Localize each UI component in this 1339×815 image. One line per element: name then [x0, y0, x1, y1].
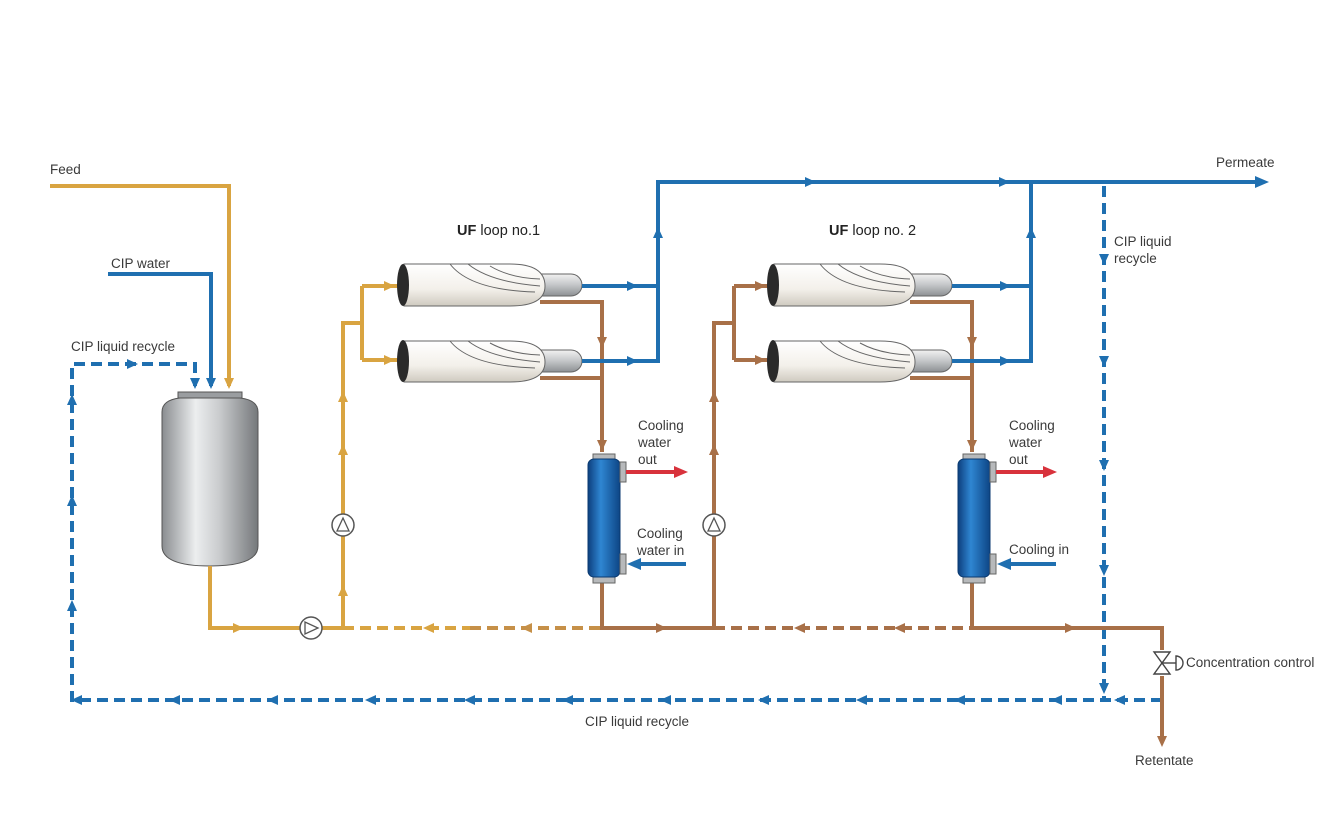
feed-label: Feed	[50, 162, 81, 177]
loop2-cooler	[957, 453, 997, 584]
cip-recycle-bottom-label: CIP liquid recycle	[585, 714, 689, 729]
loop2-cooling-out-label: Cooling water out	[1008, 418, 1059, 467]
loop1-cooler	[587, 453, 627, 584]
loop1-membrane-top	[397, 263, 583, 307]
loop1-retentate-arrows	[597, 337, 667, 633]
tank-outlet-line	[208, 284, 398, 630]
loop2-cooling-in-label: Cooling in	[1009, 542, 1069, 557]
loop2-cooling-water-in	[997, 558, 1056, 570]
loop2-feed-line	[712, 284, 768, 628]
loop1-membrane-bottom	[397, 340, 583, 383]
loop1-cooling-in-label: Cooling water in	[636, 526, 687, 558]
cip-water-label: CIP water	[111, 256, 171, 271]
cip-recycle-lines	[70, 186, 1162, 702]
cip-recycle-right-label-2: recycle	[1114, 251, 1157, 266]
permeate-lines	[582, 180, 1258, 363]
balance-tank	[161, 391, 259, 567]
loop2-cooling-water-out	[996, 466, 1057, 478]
loop2-feed-arrows	[709, 281, 766, 455]
cip-recycle-left-label: CIP liquid recycle	[71, 339, 175, 354]
loop1-recirc-arrows	[423, 623, 532, 633]
loop1-cooling-out-label: Cooling water out	[637, 418, 688, 467]
loop1-circulation-pump	[331, 513, 355, 537]
uf-loop-1-title: UF loop no.1	[457, 223, 540, 239]
retentate-label: Retentate	[1135, 753, 1194, 768]
concentration-control-label: Concentration control	[1186, 655, 1314, 670]
cip-recycle-right-label-1: CIP liquid	[1114, 234, 1172, 249]
loop2-retentate-arrows	[967, 337, 1167, 747]
loop1-cooling-water-in	[627, 558, 686, 570]
feed-line	[50, 184, 234, 389]
loop1-cooling-water-out	[626, 466, 688, 478]
loop2-circulation-pump	[702, 513, 726, 537]
loop1-retentate-lines	[540, 300, 714, 630]
loop2-recirc-arrows	[794, 623, 905, 633]
loop2-membrane-top	[767, 263, 953, 307]
cip-flow-arrows	[67, 254, 1125, 705]
cip-water-line	[108, 272, 216, 389]
loop2-membrane-bottom	[767, 340, 953, 383]
concentration-control-valve	[1152, 651, 1184, 675]
feed-flow-arrows	[233, 281, 395, 633]
permeate-arrows	[627, 176, 1269, 366]
uf-loop-2-title: UF loop no. 2	[829, 223, 916, 239]
permeate-label: Permeate	[1216, 155, 1275, 170]
feed-pump	[299, 616, 323, 640]
